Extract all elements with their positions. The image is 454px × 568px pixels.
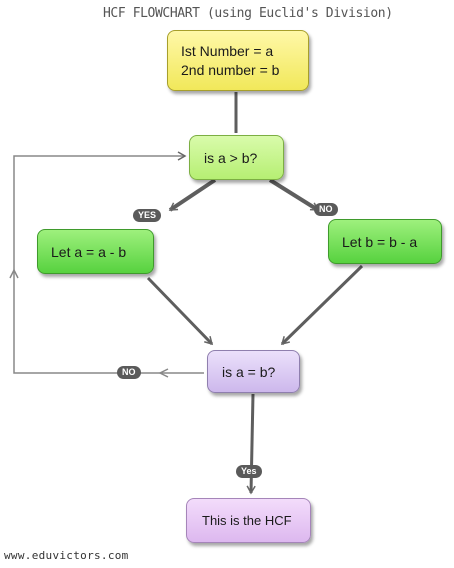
decision-equal-text: is a = b?	[222, 363, 276, 380]
connector-check-to-end	[246, 393, 256, 495]
process-b-text: Let b = b - a	[342, 233, 418, 250]
end-text: This is the HCF	[202, 513, 292, 528]
start-line-2: 2nd number = b	[181, 61, 280, 78]
footer-website: www.eduvictors.com	[4, 549, 129, 562]
no-label-equal: NO	[117, 366, 141, 379]
loop-arrow-up-icon	[9, 268, 19, 279]
no-label-greater: NO	[314, 203, 338, 216]
loop-arrow-left-icon	[158, 368, 169, 378]
process-a-text: Let a = a - b	[51, 243, 127, 260]
connector-decision-to-process-b	[268, 178, 320, 212]
process-b-node: Let b = b - a	[328, 219, 442, 264]
decision-greater-text: is a > b?	[204, 149, 258, 166]
yes-label-greater: YES	[133, 209, 162, 222]
decision-greater-node: is a > b?	[189, 135, 284, 180]
diagram-title: HCF FLOWCHART (using Euclid's Division)	[103, 6, 393, 21]
connector-process-b-to-check	[280, 264, 364, 346]
connector-process-a-to-check	[146, 276, 214, 346]
connector-loop-back	[13, 151, 204, 374]
connector-decision-to-process-a	[168, 178, 217, 212]
start-line-1: Ist Number = a	[181, 42, 274, 59]
start-node: Ist Number = a 2nd number = b	[167, 30, 309, 91]
end-node: This is the HCF	[186, 498, 311, 543]
yes-label-equal: Yes	[236, 465, 262, 478]
decision-equal-node: is a = b?	[207, 350, 300, 393]
process-a-node: Let a = a - b	[37, 229, 154, 274]
